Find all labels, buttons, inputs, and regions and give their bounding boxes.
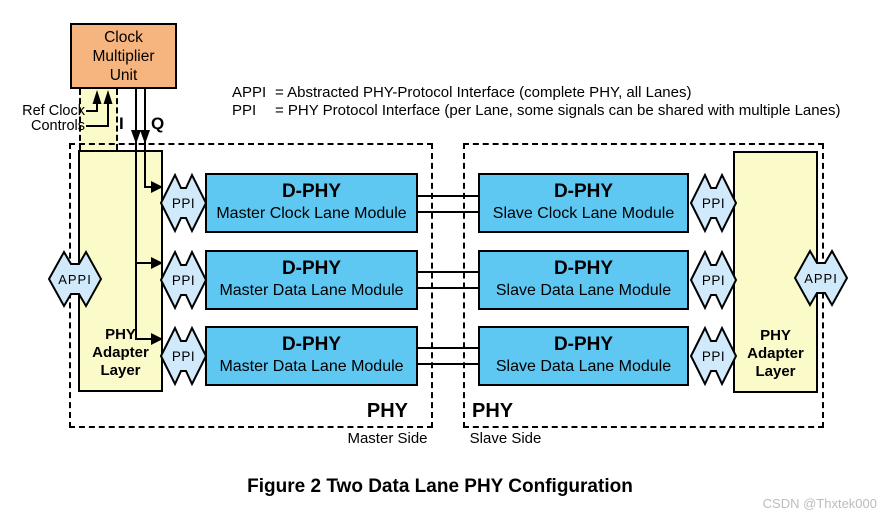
master-data-lane-module-2: D-PHY Master Data Lane Module — [205, 326, 418, 386]
master-data-lane-module-1: D-PHY Master Data Lane Module — [205, 250, 418, 310]
master-side-label: Master Side — [347, 430, 428, 447]
i-clock-label: I — [119, 114, 124, 133]
module-subtitle: Slave Clock Lane Module — [492, 205, 675, 222]
double-arrow-icon — [690, 249, 737, 311]
ppi-label: PPI — [171, 272, 196, 288]
appi-label: APPI — [804, 270, 838, 286]
slave-data-lane-module-2: D-PHY Slave Data Lane Module — [478, 326, 689, 386]
ppi-label: PPI — [171, 195, 196, 211]
double-arrow-icon — [48, 249, 102, 309]
legend: APPI = Abstracted PHY-Protocol Interface… — [232, 84, 840, 119]
ppi-label: PPI — [701, 348, 726, 364]
module-subtitle: Slave Data Lane Module — [495, 358, 672, 375]
slave-adapter-label: PHY Adapter Layer — [747, 327, 804, 380]
slave-phy-label: PHY — [472, 400, 514, 422]
legend-def-appi: = Abstracted PHY-Protocol Interface (com… — [275, 84, 692, 101]
slave-ppi-arrow-1: PPI — [690, 172, 737, 234]
q-clock-label: Q — [151, 114, 165, 133]
slave-ppi-arrow-3: PPI — [690, 325, 737, 387]
watermark: CSDN @Thxtek000 — [762, 496, 877, 511]
module-subtitle: Master Clock Lane Module — [216, 205, 407, 222]
module-subtitle: Master Data Lane Module — [219, 358, 404, 375]
appi-label: APPI — [58, 271, 92, 287]
ppi-label: PPI — [701, 272, 726, 288]
slave-appi-arrow: APPI — [794, 248, 848, 308]
master-ppi-arrow-2: PPI — [160, 249, 207, 311]
slave-ppi-arrow-2: PPI — [690, 249, 737, 311]
legend-term-appi: APPI — [232, 84, 267, 101]
legend-term-ppi: PPI — [232, 101, 257, 119]
slave-clock-lane-module: D-PHY Slave Clock Lane Module — [478, 173, 689, 233]
legend-def-ppi: = PHY Protocol Interface (per Lane, some… — [275, 101, 841, 119]
module-title: D-PHY — [553, 258, 614, 279]
module-title: D-PHY — [553, 181, 614, 202]
legend-row-appi: APPI = Abstracted PHY-Protocol Interface… — [232, 84, 840, 102]
master-ppi-arrow-1: PPI — [160, 172, 207, 234]
master-appi-arrow: APPI — [48, 249, 102, 309]
double-arrow-icon — [690, 172, 737, 234]
module-title: D-PHY — [281, 258, 342, 279]
ppi-label: PPI — [701, 195, 726, 211]
double-arrow-icon — [160, 325, 207, 387]
clock-multiplier-unit-label: Clock Multiplier Unit — [92, 28, 155, 84]
module-subtitle: Slave Data Lane Module — [495, 282, 672, 299]
master-phy-label: PHY — [366, 400, 408, 422]
legend-row-ppi: PPI = PHY Protocol Interface (per Lane, … — [232, 102, 840, 120]
ppi-label: PPI — [171, 348, 196, 364]
double-arrow-icon — [160, 172, 207, 234]
module-title: D-PHY — [281, 181, 342, 202]
master-adapter-label: PHY Adapter Layer — [92, 326, 149, 379]
master-clock-lane-module: D-PHY Master Clock Lane Module — [205, 173, 418, 233]
double-arrow-icon — [160, 249, 207, 311]
arrowhead-down-icon — [131, 130, 141, 144]
double-arrow-icon — [690, 325, 737, 387]
double-arrow-icon — [794, 248, 848, 308]
ref-clock-label: Ref Clock — [22, 103, 85, 119]
master-ppi-arrow-3: PPI — [160, 325, 207, 387]
controls-label: Controls — [31, 118, 85, 134]
module-title: D-PHY — [281, 334, 342, 355]
arrowhead-down-icon — [140, 130, 150, 144]
slave-data-lane-module-1: D-PHY Slave Data Lane Module — [478, 250, 689, 310]
slave-side-label: Slave Side — [469, 430, 542, 447]
module-subtitle: Master Data Lane Module — [219, 282, 404, 299]
module-title: D-PHY — [553, 334, 614, 355]
figure-caption: Figure 2 Two Data Lane PHY Configuration — [247, 476, 633, 497]
clock-multiplier-unit-box: Clock Multiplier Unit — [70, 23, 177, 89]
